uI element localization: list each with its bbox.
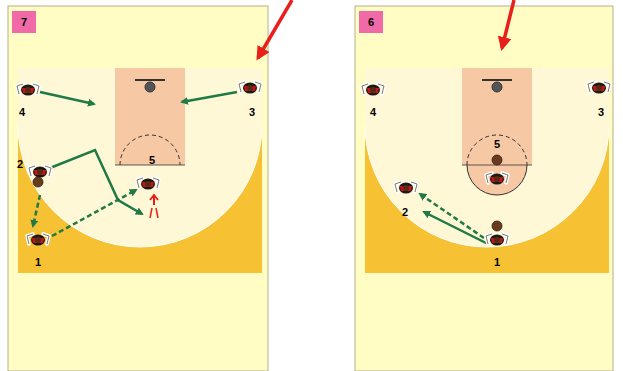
player-number: 2 <box>402 207 408 218</box>
tag-text: 6 <box>368 16 374 28</box>
player-number: 5 <box>149 155 155 166</box>
player-number: 4 <box>19 107 25 118</box>
player-number: 2 <box>17 159 23 170</box>
player-number: 3 <box>598 107 604 118</box>
play-number-tag: 6 <box>359 11 383 33</box>
tag-text: 7 <box>21 16 27 28</box>
player-number: 3 <box>249 107 255 118</box>
player-number: 5 <box>494 139 500 150</box>
player-number: 1 <box>35 257 41 268</box>
play-number-tag: 7 <box>12 11 36 33</box>
player-number: 1 <box>494 257 500 268</box>
player-number: 4 <box>370 107 376 118</box>
